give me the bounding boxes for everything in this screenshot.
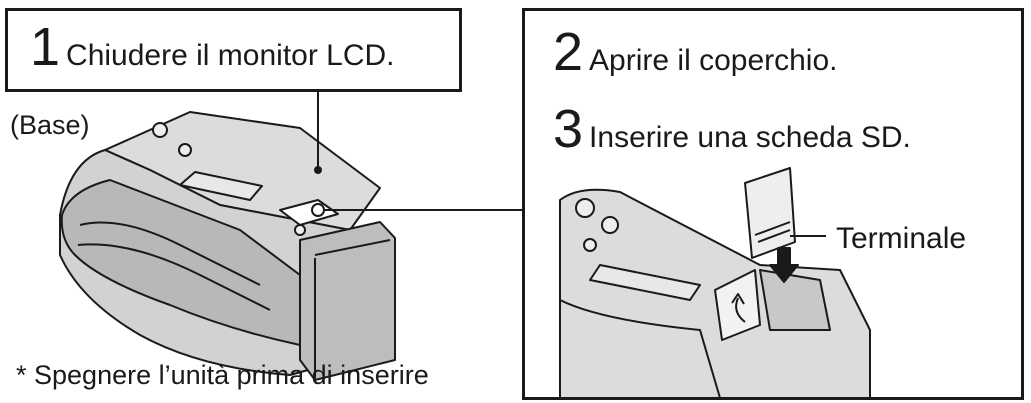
step-1: 1 Chiudere il monitor LCD. [30,20,395,74]
step-text: Inserire una scheda SD. [589,121,911,154]
step-number: 2 [553,22,584,82]
step-number: 1 [30,17,61,77]
power-off-note: * Spegnere l’unità prima di inserire [16,360,429,390]
sd-insert-closeup [559,167,871,399]
step-number: 3 [553,99,584,159]
step-3: 3 Inserire una scheda SD. [553,102,911,156]
step-text: Chiudere il monitor LCD. [66,39,395,72]
camcorder-left [59,92,524,381]
terminal-label: Terminale [836,222,967,255]
step-2: 2 Aprire il coperchio. [553,25,837,79]
base-label: (Base) [10,110,90,140]
step-1-callout-box [5,8,462,92]
step-text: Aprire il coperchio. [589,44,838,77]
